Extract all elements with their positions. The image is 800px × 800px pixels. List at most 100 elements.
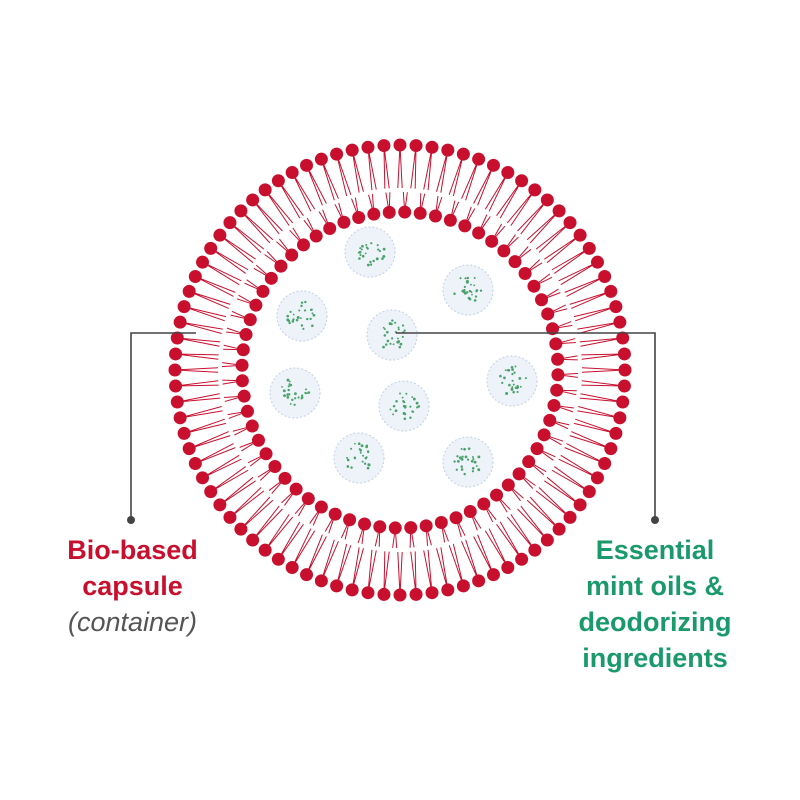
lipid-tail: [175, 380, 219, 387]
lipid-head: [497, 244, 511, 258]
lipid-head: [388, 521, 402, 535]
lipid-tail: [306, 534, 327, 575]
lipid-tail: [579, 337, 623, 347]
lipid-head: [598, 270, 612, 284]
lipid-head: [515, 552, 529, 566]
lipid-head: [486, 568, 500, 582]
lipid-head: [547, 398, 561, 412]
lipid-head: [330, 147, 344, 161]
lipid-head: [285, 560, 299, 574]
lipid-tail: [410, 145, 417, 189]
lipid-head: [563, 510, 577, 524]
lipid-tail: [551, 247, 590, 274]
lipid-head: [235, 374, 249, 388]
lipid-tail: [535, 487, 571, 518]
lipid-tail: [180, 321, 223, 334]
lipid-tail: [336, 153, 352, 197]
lipid-head: [196, 255, 210, 269]
lipid-tail: [569, 290, 612, 309]
lipid-tail: [351, 547, 364, 590]
lipid-tail: [564, 276, 605, 297]
lipid-head: [613, 315, 627, 329]
lipid-tail: [183, 306, 227, 322]
lipid-tail: [517, 199, 548, 235]
lipid-head: [604, 284, 618, 298]
lipid-tail: [581, 353, 625, 360]
lipid-head: [518, 266, 532, 280]
lipid-head: [528, 183, 542, 197]
lipid-tail: [202, 261, 242, 286]
lipid-head: [540, 193, 554, 207]
lipid-head: [604, 442, 618, 456]
lipid-head: [616, 331, 630, 345]
capsule-label-line1: Bio-based: [67, 535, 198, 565]
oil-droplet: [442, 264, 494, 316]
lipid-head: [404, 521, 418, 535]
lipid-head: [441, 583, 455, 597]
lipid-head: [223, 216, 237, 230]
oil-droplet: [442, 436, 494, 488]
lipid-heads-group: [168, 138, 632, 602]
lipid-head: [177, 300, 191, 314]
lipid-tail: [436, 547, 449, 590]
lipid-head: [251, 433, 265, 447]
lipid-head: [188, 270, 202, 284]
lipid-head: [234, 522, 248, 536]
lipid-head: [204, 485, 218, 499]
lipid-head: [182, 284, 196, 298]
lipid-tail: [210, 247, 249, 274]
lipid-head: [552, 204, 566, 218]
lipid-tails-group: [174, 144, 626, 596]
lipid-tail: [517, 505, 548, 541]
lipid-head: [258, 543, 272, 557]
lipid-tail: [569, 431, 612, 450]
oil-droplet: [486, 355, 538, 407]
lipid-head: [314, 152, 328, 166]
lipid-head: [345, 583, 359, 597]
lipid-head: [501, 166, 515, 180]
lipid-head: [530, 442, 544, 456]
lipid-tail: [448, 543, 464, 587]
lipid-head: [522, 455, 536, 469]
lipid-head: [501, 560, 515, 574]
lipid-head: [300, 568, 314, 582]
lipid-head: [609, 426, 623, 440]
lipid-tail: [175, 353, 219, 360]
capsule-label: Bio-based capsule (container): [40, 532, 225, 640]
lipid-head: [449, 511, 463, 525]
lipid-head: [173, 315, 187, 329]
lipid-tail: [473, 534, 494, 575]
lipid-head: [330, 579, 344, 593]
lipid-tail: [577, 321, 620, 334]
lipid-head: [563, 216, 577, 230]
lipid-head: [550, 383, 564, 397]
lipid-head: [456, 147, 470, 161]
lipid-head: [490, 488, 504, 502]
lipid-tail: [367, 147, 377, 191]
lipid-head: [535, 293, 549, 307]
ingredients-leader-line: [396, 332, 656, 520]
lipid-tail: [564, 443, 605, 464]
lipid-tail: [573, 418, 617, 434]
lipid-head: [188, 456, 202, 470]
lipid-head: [278, 471, 292, 485]
capsule-leader-line: [130, 332, 196, 520]
lipid-head: [243, 313, 257, 327]
lipid-head: [274, 259, 288, 273]
lipid-tail: [195, 276, 236, 297]
lipid-head: [271, 552, 285, 566]
lipid-tail: [581, 367, 626, 373]
lipid-tail: [496, 521, 523, 560]
lipid-head: [441, 143, 455, 157]
lipid-tail: [436, 150, 449, 193]
oil-droplet: [344, 226, 396, 278]
ingredients-label-line1: Essential: [595, 535, 715, 565]
lipid-tail: [291, 528, 316, 568]
lipid-tail: [219, 476, 256, 506]
lipid-tail: [277, 180, 304, 219]
lipid-head: [528, 543, 542, 557]
lipid-head: [268, 460, 282, 474]
lipid-head: [582, 241, 596, 255]
lipid-tail: [177, 337, 221, 347]
